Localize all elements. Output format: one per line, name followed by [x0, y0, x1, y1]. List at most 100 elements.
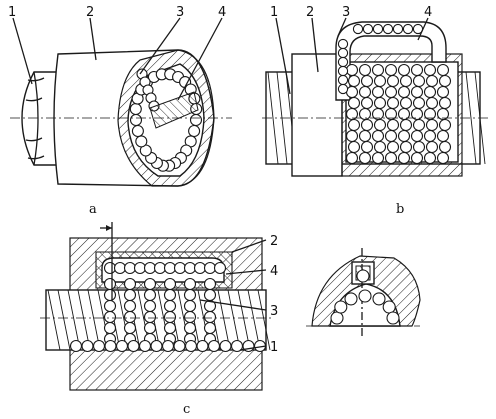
ball: [386, 96, 400, 110]
ball: [412, 74, 426, 88]
ball: [203, 288, 217, 302]
figure-a: 1 2 3 4 a: [8, 5, 232, 217]
ball: [143, 321, 157, 335]
ball: [163, 261, 177, 275]
ball: [371, 63, 385, 77]
ball: [189, 113, 203, 127]
ball: [183, 321, 197, 335]
figure-b-callout-1: 1: [270, 5, 278, 20]
figure-c-callout-2: 2: [270, 234, 278, 249]
ball: [410, 151, 424, 165]
ball: [104, 339, 117, 353]
ball: [131, 124, 144, 138]
ball: [213, 261, 227, 275]
figure-a-screw-end: [21, 71, 59, 166]
thread-line: [227, 289, 241, 351]
figure-a-callout-4: 4: [218, 5, 226, 20]
ball: [92, 339, 106, 353]
ball: [371, 151, 385, 165]
ball: [129, 113, 143, 127]
ball: [183, 299, 197, 313]
ball: [347, 140, 361, 154]
ball: [399, 140, 413, 154]
ball: [184, 339, 198, 353]
ball: [123, 261, 137, 275]
ball: [438, 74, 452, 88]
ball: [123, 277, 137, 291]
ball: [371, 129, 385, 143]
ball: [153, 261, 167, 275]
ball: [183, 277, 197, 291]
ball: [183, 310, 197, 324]
ball: [436, 63, 450, 77]
ball: [207, 339, 221, 353]
ball: [115, 339, 129, 353]
ball: [372, 292, 386, 306]
ball: [386, 118, 400, 132]
ball: [425, 96, 439, 110]
ball: [356, 269, 370, 283]
ball: [334, 300, 348, 314]
ball: [438, 118, 452, 132]
ball: [436, 129, 450, 143]
figure-c: 2 4 3 1 c: [40, 222, 421, 417]
figure-a-callout-3: 3: [176, 5, 184, 20]
ball: [347, 74, 361, 88]
thread-line: [217, 289, 231, 351]
ball: [330, 311, 344, 325]
ball: [337, 56, 349, 68]
figure-b-caption: b: [396, 202, 404, 217]
ball: [410, 63, 424, 77]
ball: [386, 74, 400, 88]
ball: [163, 310, 177, 324]
ball: [384, 151, 398, 165]
ball: [436, 85, 450, 99]
ball: [436, 151, 450, 165]
ball: [344, 292, 358, 306]
figure-a-callout-1: 1: [8, 5, 16, 20]
ball: [103, 299, 117, 313]
figure-a-caption: a: [89, 202, 97, 217]
ball: [352, 23, 364, 35]
ball: [397, 63, 411, 77]
ball: [399, 96, 413, 110]
figure-c-caption: c: [183, 402, 190, 417]
figure-b-nut-body: [291, 53, 343, 177]
ball: [397, 129, 411, 143]
ball: [143, 310, 157, 324]
ball: [358, 151, 372, 165]
ball: [345, 151, 359, 165]
ball: [143, 261, 157, 275]
ball: [203, 277, 217, 291]
ball: [358, 63, 372, 77]
ball: [337, 47, 349, 59]
ball: [203, 321, 217, 335]
ball: [163, 299, 177, 313]
ball: [382, 23, 394, 35]
ball: [358, 85, 372, 99]
ball: [360, 140, 374, 154]
ball: [196, 339, 209, 353]
ball: [129, 102, 142, 116]
thread-line: [67, 289, 81, 351]
ball: [423, 63, 437, 77]
thread-line: [257, 289, 271, 351]
ball: [360, 74, 374, 88]
ball: [203, 310, 217, 324]
thread-line: [267, 71, 279, 165]
ball: [384, 63, 398, 77]
ball: [173, 339, 186, 353]
ball: [358, 289, 372, 303]
figure-c-callout-3: 3: [270, 304, 278, 319]
thread-line: [247, 289, 261, 351]
ball: [345, 63, 359, 77]
ball: [425, 74, 439, 88]
ball: [103, 310, 117, 324]
ball: [345, 129, 359, 143]
ball: [347, 96, 361, 110]
ball: [103, 277, 117, 291]
ball: [219, 339, 232, 353]
ball: [412, 118, 426, 132]
ball: [69, 339, 83, 353]
